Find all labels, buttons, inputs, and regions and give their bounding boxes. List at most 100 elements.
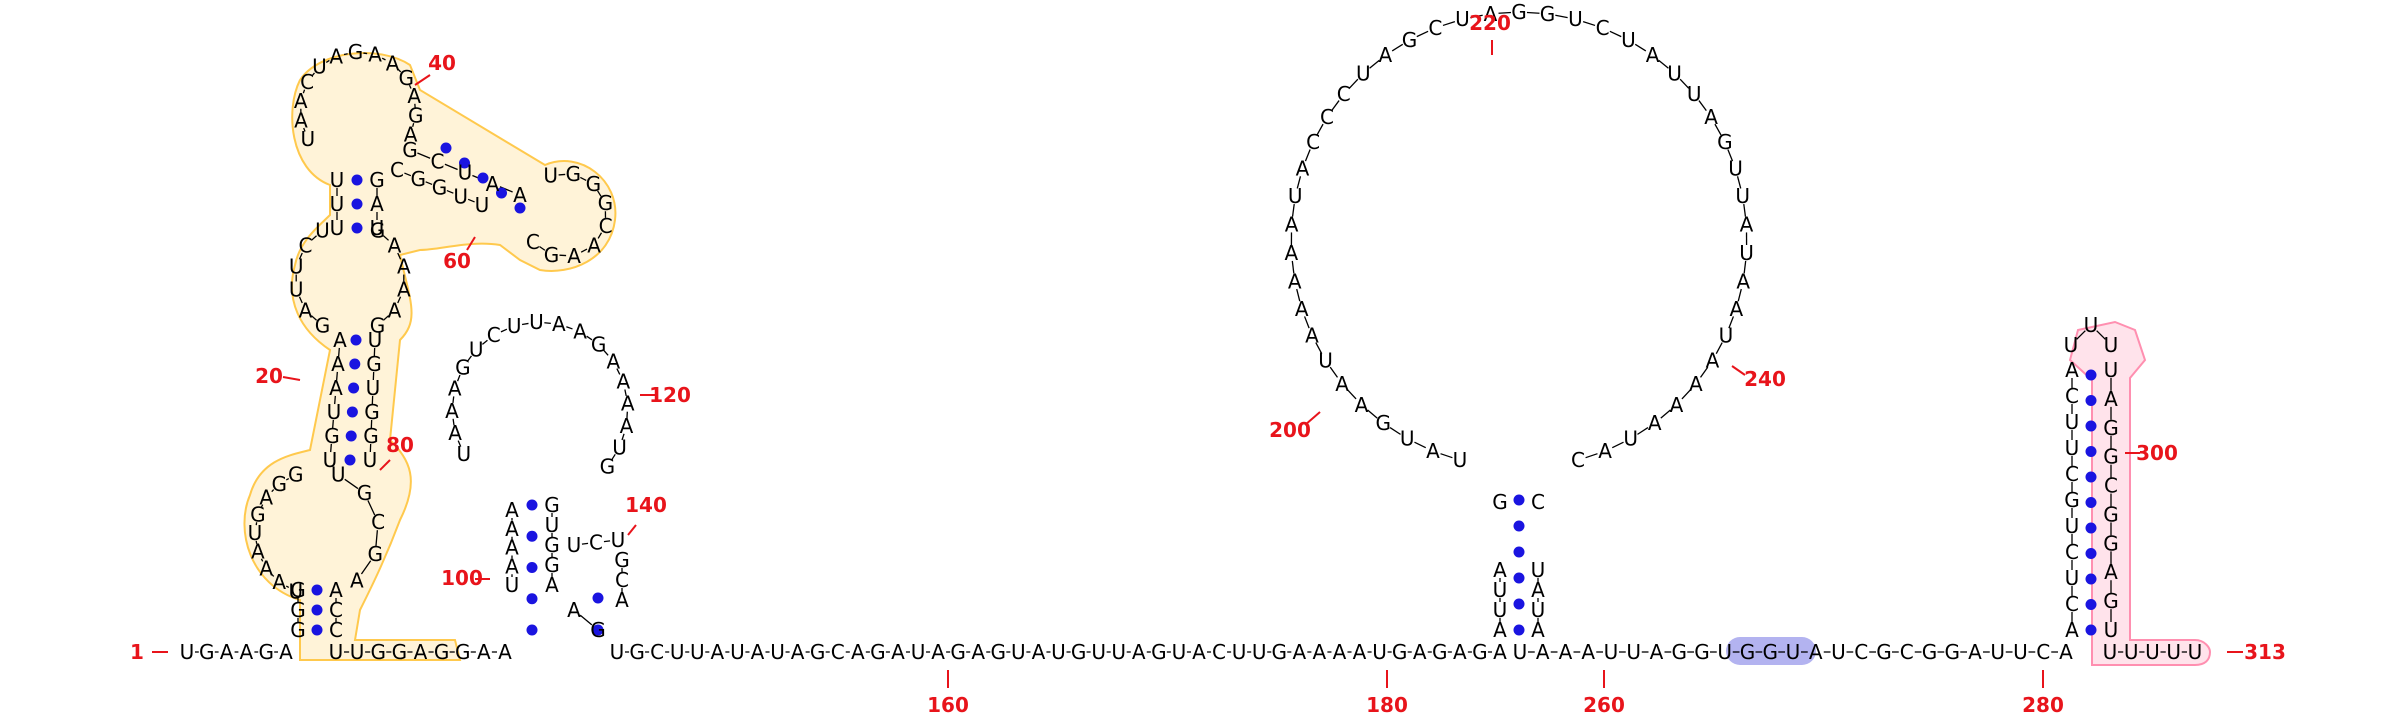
position-label-100: 100 [441,566,483,590]
backbone-link [303,127,306,132]
bottom-row-c-nt: G [1740,640,1756,664]
base-pair-dot [2085,599,2097,610]
base-pair-dot [2085,369,2097,381]
bottom-row-b-nt: U [670,640,685,664]
backbone-link [446,189,454,194]
loop2-right-nt: A [388,234,402,258]
bottom-row-b-nt: A [891,640,905,664]
stem-mid-right-nt: G [544,553,560,577]
position-tick [627,524,637,536]
base-pair-dot [526,530,538,542]
loop2-nt: U [289,255,304,279]
backbone-links [195,11,2187,653]
hairpin2-loop-nt: G [544,243,560,267]
helix2-left-nt: G [324,424,340,448]
helix4-outer-nt: A [513,183,527,207]
bottom-row-c-nt: G [1763,640,1779,664]
base-pair-dot [526,562,538,573]
stem-mid-left-nt: A [505,554,519,578]
stem-mid-right-nt: G [544,493,560,517]
helix4-outer-nt: C [431,149,445,173]
base-pair-dot [1513,598,1525,610]
large-loop-nt: U [1667,61,1682,85]
bottom-row-c-nt: A [1650,640,1664,664]
helix3-right-nt: G [369,168,385,192]
backbone-link [1743,260,1747,274]
backbone-5prime-nt: A [279,640,293,664]
backbone-link [381,57,386,61]
position-label-1: 1 [130,640,144,664]
backbone-link [616,368,621,375]
backbone-link [580,176,587,181]
hairpin3-right-nt: G [2103,502,2119,526]
loop-mid-large-nt: A [620,414,634,438]
hairpin3-right-nt: U [2104,358,2119,382]
stem-mid-right-nt: G [544,533,560,557]
bottom-row-c-nt: U [1513,640,1528,664]
backbone-link [481,339,488,345]
backbone-link [580,248,588,253]
bulge-join-nt: A [567,598,581,622]
stem-large-left-nt: A [1493,558,1507,582]
large-loop-nt: A [1285,241,1299,265]
bottom-row-b-nt: G [810,640,826,664]
backbone-link [1743,204,1747,217]
large-loop-nt: C [1428,16,1442,40]
helix1-left-nt: G [290,598,306,622]
backbone-link [344,478,359,490]
bulge-join-nt: G [590,618,606,642]
backbone-link [1714,123,1722,136]
backbone-link [1611,441,1624,449]
bottom-row-b-nt: U [1091,640,1106,664]
helix4-inner-nt: U [453,184,468,208]
backbone-link [1715,342,1723,354]
bottom-row-b-nt: A [1333,640,1347,664]
backbone-link [412,123,415,127]
bottom-row-b-nt: U [911,640,926,664]
backbone-link [425,181,433,186]
loop1-nt: U [248,521,263,545]
backbone-link [260,558,264,562]
loop2-right-nt: A [388,298,402,322]
bottom-row-c-nt: U [1626,640,1641,664]
bottom-row-b-nt: A [1353,640,1367,664]
hairpin3-left-nt: C [2065,462,2079,486]
helix3-right-nt: U [370,216,385,240]
large-loop-nt: A [1484,2,1498,26]
hairpin2-loop-nt: U [543,164,558,188]
base-pair-dot [345,430,357,442]
bottom-row-b-nt: C [1212,640,1226,664]
loop1-nt: U [288,579,303,603]
highlight-regions [243,52,2212,666]
helix2-right-nt: U [368,328,383,352]
loop2-right-nt: A [397,255,411,279]
stem-large-right-nt: A [1531,618,1545,642]
backbone-link [467,198,475,203]
hairpin3-left-nt: C [2065,384,2079,408]
backbone-link [311,315,317,321]
backbone-link [1470,14,1483,19]
backbone-link [285,585,290,588]
base-pair-dot [526,593,538,605]
backbone-link [1699,366,1709,378]
backbone-link [336,371,338,381]
large-loop-nt: C [1320,105,1334,129]
large-loop-nt: A [1288,269,1302,293]
hairpin2-loop-nt: G [598,191,614,215]
base-pair-dot [346,406,358,418]
backbone-link [1440,453,1453,459]
large-loop-nt: U [1356,61,1371,85]
stem-large-right-nt: A [1531,578,1545,602]
position-tick [1304,411,1321,426]
position-label-140: 140 [625,493,667,517]
loop1-right-nt: G [368,542,384,566]
bottom-row-b-nt: U [770,640,785,664]
backbone-link [334,395,336,405]
base-pair-dot [350,334,362,346]
position-label-300: 300 [2136,441,2178,465]
backbone-link [1585,453,1598,459]
helix4-inner-nt: G [432,176,448,200]
bottom-row-c-nt: C [2036,640,2050,664]
backbone-link [1498,11,1512,14]
